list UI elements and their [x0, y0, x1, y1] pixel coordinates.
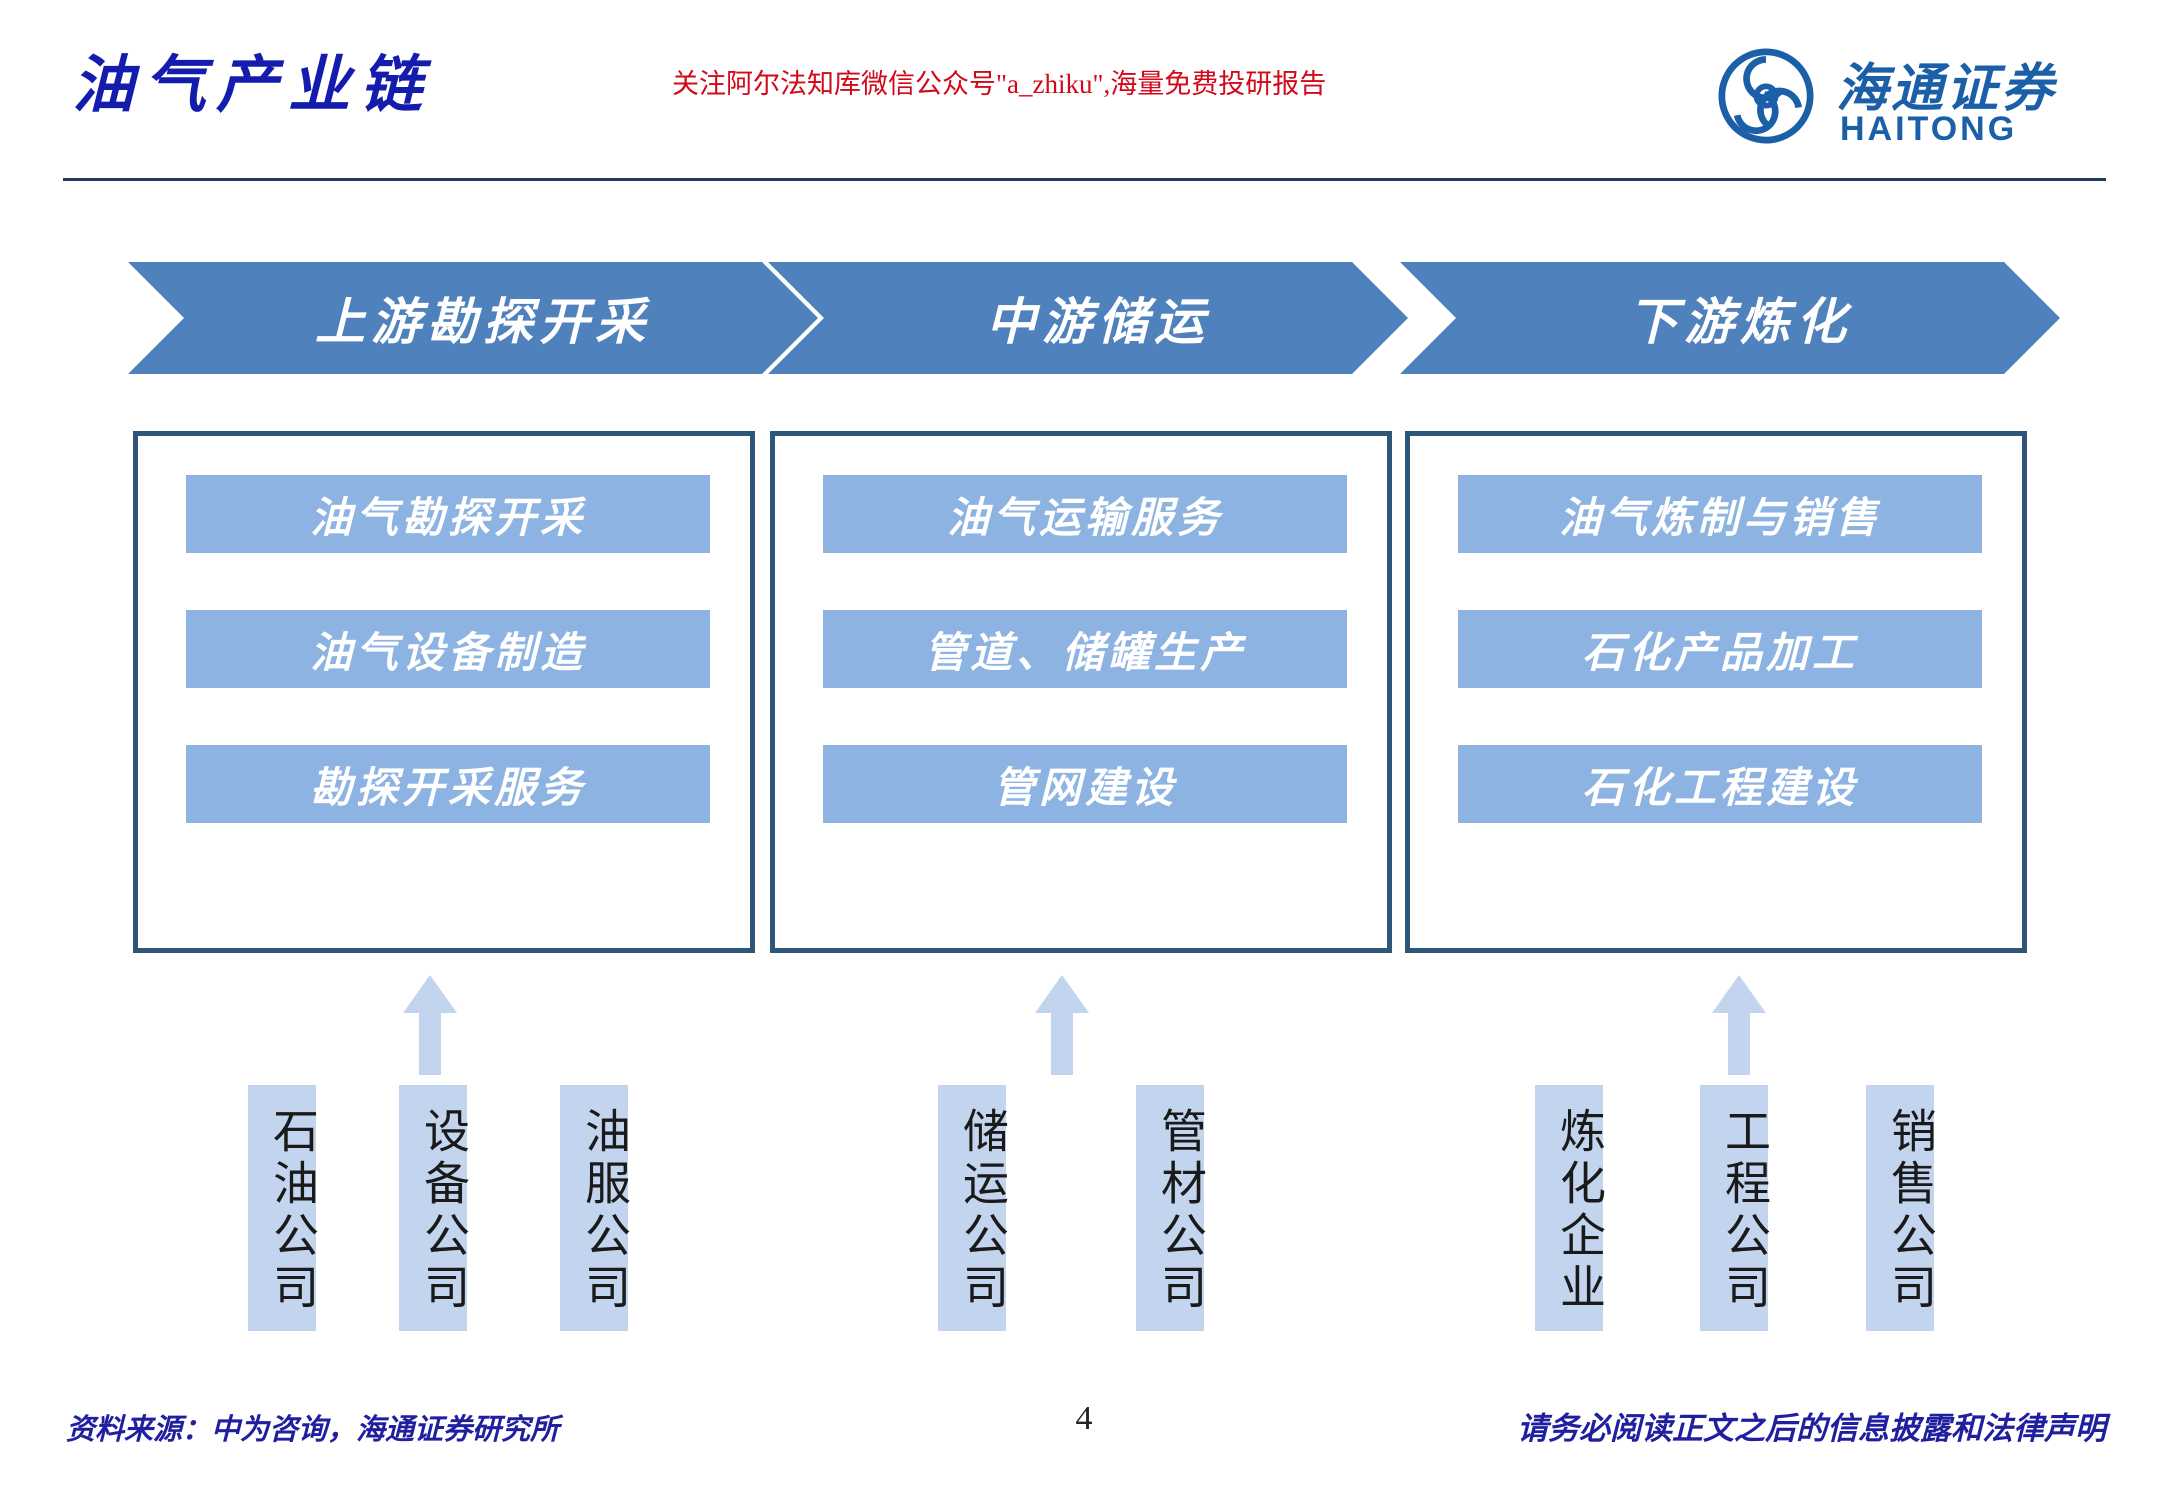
- company-label: 销售公司: [1866, 1085, 1938, 1331]
- logo-chinese-name: 海通证券: [1836, 58, 2057, 119]
- arrow-head: [1035, 975, 1089, 1013]
- stage-box-downstream: 油气炼制与销售 石化产品加工 石化工程建设: [1405, 431, 2027, 953]
- arrow-up-icon: [1712, 975, 1766, 1075]
- stage-item: 石化工程建设: [1458, 745, 1982, 823]
- source-note: 资料来源：中为咨询，海通证券研究所: [66, 1412, 560, 1446]
- stage-item: 油气勘探开采: [186, 475, 710, 553]
- stage-item: 油气设备制造: [186, 610, 710, 688]
- stage-banner-midstream: 中游储运: [768, 262, 1408, 374]
- haitong-logo: 海通证券 HAITONG: [1718, 40, 2108, 150]
- arrow-up-icon: [1035, 975, 1089, 1075]
- arrow-shaft: [419, 1009, 441, 1075]
- company-label: 管材公司: [1136, 1085, 1208, 1331]
- company-label: 油服公司: [560, 1085, 632, 1331]
- company-label: 石油公司: [248, 1085, 320, 1331]
- stage-banner-upstream: 上游勘探开采: [128, 262, 818, 374]
- stage-box-upstream: 油气勘探开采 油气设备制造 勘探开采服务: [133, 431, 755, 953]
- company-label: 设备公司: [399, 1085, 471, 1331]
- page-number: 4: [1075, 1400, 1093, 1437]
- header-divider: [63, 178, 2106, 181]
- arrow-shaft: [1051, 1009, 1073, 1075]
- company-label: 工程公司: [1700, 1085, 1772, 1331]
- stage-item: 管道、储罐生产: [823, 610, 1347, 688]
- arrow-up-icon: [403, 975, 457, 1075]
- arrow-head: [1712, 975, 1766, 1013]
- promo-banner-text: 关注阿尔法知库微信公众号"a_zhiku",海量免费投研报告: [672, 69, 1327, 99]
- page-title: 油气产业链: [72, 48, 433, 121]
- stage-banner-label: 下游炼化: [1628, 292, 1852, 351]
- stage-item: 勘探开采服务: [186, 745, 710, 823]
- arrow-head: [403, 975, 457, 1013]
- company-label: 储运公司: [938, 1085, 1010, 1331]
- haitong-swirl-icon: [1718, 48, 1814, 144]
- stage-banner-label: 中游储运: [986, 292, 1210, 351]
- stage-item: 管网建设: [823, 745, 1347, 823]
- stage-box-midstream: 油气运输服务 管道、储罐生产 管网建设: [770, 431, 1392, 953]
- stage-item: 油气运输服务: [823, 475, 1347, 553]
- arrow-shaft: [1728, 1009, 1750, 1075]
- stage-item: 石化产品加工: [1458, 610, 1982, 688]
- company-label: 炼化企业: [1535, 1085, 1607, 1331]
- page-header: 油气产业链 关注阿尔法知库微信公众号"a_zhiku",海量免费投研报告 海通证…: [0, 0, 2168, 181]
- stage-item: 油气炼制与销售: [1458, 475, 1982, 553]
- logo-english-name: HAITONG: [1840, 110, 2018, 148]
- stage-banner-label: 上游勘探开采: [315, 292, 651, 351]
- stage-banner-downstream: 下游炼化: [1400, 262, 2060, 374]
- disclaimer-note: 请务必阅读正文之后的信息披露和法律声明: [1517, 1411, 2106, 1447]
